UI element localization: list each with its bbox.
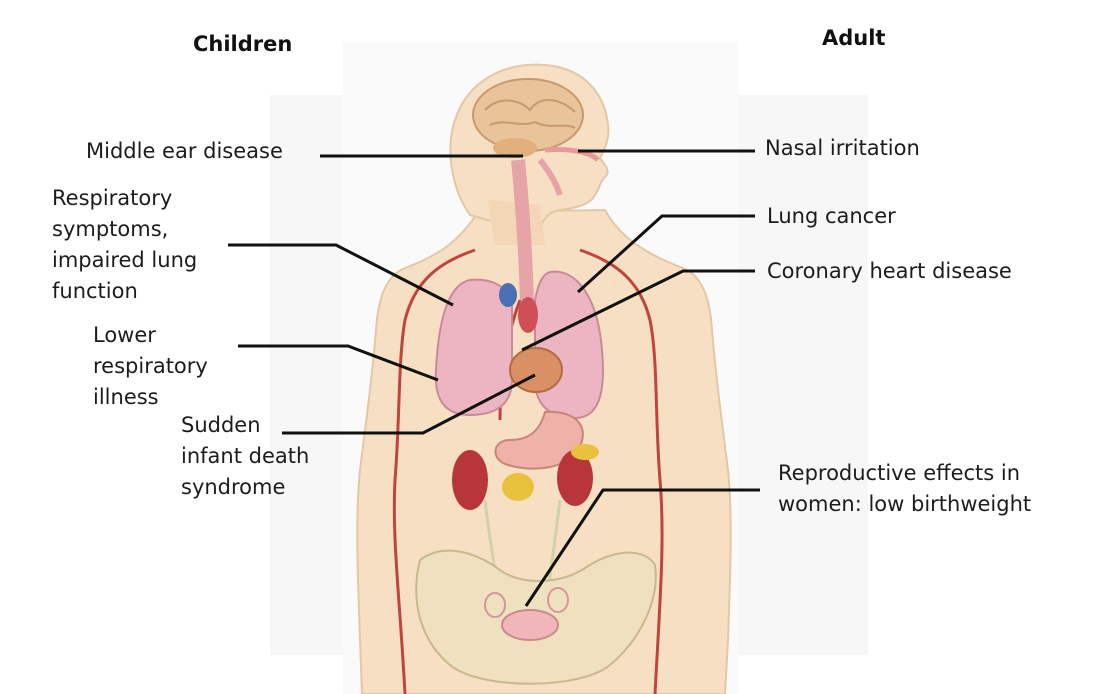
leader-lung-cancer — [576, 214, 755, 294]
label-coronary-heart-disease: Coronary heart disease — [767, 259, 1012, 283]
abdominal-organs — [452, 410, 599, 611]
label-respiratory-symptoms: Respiratory symptoms, impaired lung func… — [52, 186, 198, 303]
label-nasal-irritation: Nasal irritation — [765, 136, 920, 160]
label-lung-cancer: Lung cancer — [767, 204, 896, 228]
airway — [511, 147, 600, 301]
leader-reproductive — [524, 488, 760, 607]
leader-lower-resp — [238, 344, 439, 382]
leader-respiratory — [228, 243, 454, 307]
leader-chd — [521, 269, 755, 352]
brain — [472, 78, 584, 158]
right-panel-bg — [738, 95, 868, 655]
label-middle-ear-disease: Middle ear disease — [86, 139, 283, 163]
leader-sids — [282, 373, 536, 435]
left-kidney — [452, 450, 488, 510]
children-heading: Children — [193, 32, 293, 56]
pelvis — [415, 549, 657, 685]
adult-heading: Adult — [822, 26, 886, 50]
stomach — [494, 410, 584, 470]
leader-lines — [228, 149, 760, 607]
label-sids: Sudden infant death syndrome — [181, 413, 310, 499]
left-panel-bg — [270, 95, 345, 655]
label-lower-respiratory-illness: Lower respiratory illness — [93, 323, 208, 409]
label-reproductive-effects: Reproductive effects in women: low birth… — [778, 461, 1032, 516]
right-kidney — [557, 450, 593, 506]
